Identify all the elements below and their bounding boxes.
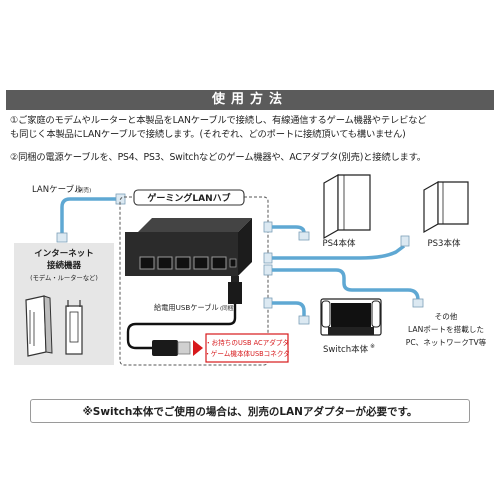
usb-cable-label: 給電用USBケーブル bbox=[154, 303, 219, 312]
switch-label: Switch本体 bbox=[323, 344, 369, 355]
usb-cable-note: (同梱) bbox=[220, 304, 235, 312]
connection-diagram: LANケーブル (別売) インターネット 接続機器 (モデム・ルーターなど) ゲ… bbox=[14, 173, 487, 366]
switch-adapter-notice: ※Switch本体でご使用の場合は、別売のLANアダプターが必要です。 bbox=[30, 399, 470, 423]
section-title: 使用方法 bbox=[6, 90, 494, 110]
router-icon bbox=[65, 300, 83, 355]
instruction-step-1-line-1: ①ご家庭のモデムやルーターと本製品をLANケーブルで接続し、有線通信するゲーム機… bbox=[10, 115, 427, 126]
ps4-console-icon bbox=[323, 173, 371, 240]
router-label-2: 接続機器 bbox=[47, 260, 82, 271]
power-source-box bbox=[205, 333, 289, 363]
pc-connector bbox=[412, 298, 424, 308]
hub-title-box bbox=[133, 189, 245, 206]
modem-icon bbox=[25, 295, 53, 357]
router-label-3: (モデム・ルーターなど) bbox=[30, 273, 98, 282]
cable-to-pc bbox=[272, 268, 420, 301]
power-source-2: ・ゲーム機本体USBコネクタ bbox=[204, 349, 290, 358]
lan-cable-to-router bbox=[56, 193, 126, 243]
router-label-1: インターネット bbox=[34, 248, 94, 259]
lan-hub-device bbox=[125, 218, 252, 276]
instruction-step-2: ②同梱の電源ケーブルを、PS4、PS3、Switchなどのゲーム機器や、ACアダ… bbox=[10, 152, 426, 163]
cable-to-ps3 bbox=[272, 244, 406, 260]
ps4-label: PS4本体 bbox=[323, 238, 356, 249]
power-arrow-icon bbox=[193, 340, 203, 356]
instruction-step-1-line-2: も同じく本製品にLANケーブルで接続します。(それぞれ、どのポートに接続頂いても… bbox=[10, 129, 406, 140]
other-devices-label-2: LANポートを搭載した bbox=[408, 324, 484, 334]
switch-connector bbox=[298, 315, 310, 325]
other-devices-label-1: その他 bbox=[435, 311, 458, 321]
lan-cable-note: (別売) bbox=[76, 186, 91, 194]
lan-cable-label: LANケーブル bbox=[32, 184, 83, 195]
other-devices-label-3: PC、ネットワークTV等 bbox=[406, 337, 487, 347]
router-panel: インターネット 接続機器 (モデム・ルーターなど) bbox=[14, 243, 114, 365]
switch-note-mark: ※ bbox=[370, 343, 375, 350]
ps3-connector bbox=[400, 235, 410, 247]
hub-ports bbox=[139, 256, 237, 270]
ps3-label: PS3本体 bbox=[428, 238, 461, 249]
power-source-1: ・お持ちのUSB ACアダプタ bbox=[205, 338, 289, 347]
ps4-connector bbox=[298, 231, 310, 241]
usb-power-cable bbox=[126, 276, 242, 356]
cable-to-switch bbox=[272, 301, 306, 318]
switch-console-icon bbox=[320, 298, 382, 336]
hub-title: ゲーミングLANハブ bbox=[147, 192, 230, 204]
ps3-console-icon bbox=[423, 180, 469, 234]
